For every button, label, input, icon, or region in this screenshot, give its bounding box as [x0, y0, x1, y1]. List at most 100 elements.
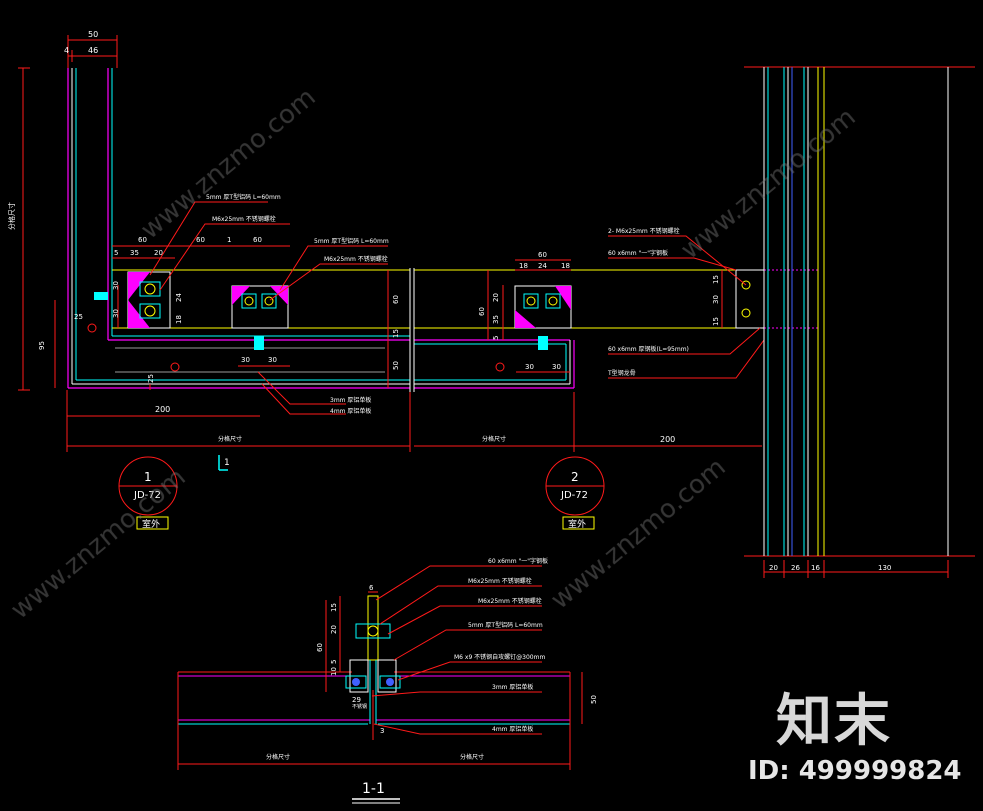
d1-dim-25a: 25: [74, 313, 83, 321]
d1-note-3mm-panel: 3mm 厚铝单板: [330, 396, 371, 404]
s11-dim-6: 6: [369, 584, 374, 592]
image-id-label: ID: 499999824: [748, 756, 962, 786]
right-member-dims: [763, 560, 949, 578]
d2-note-bolts: 2- M6x25mm 不锈钢螺栓: [608, 227, 680, 235]
d1-dim-1: 1: [227, 236, 231, 244]
top-dimensions: [67, 35, 118, 68]
d1-dim-200: 200: [155, 405, 170, 414]
d2-dim-60: 60: [538, 251, 547, 259]
detail2-dim-lines: [414, 235, 765, 452]
detail1-leaders: [149, 201, 388, 415]
s11-note-screw: M6 x9 不锈钢自攻螺钉@300mm: [454, 653, 545, 661]
callout-2-label: 室外: [568, 518, 586, 530]
watermark-text-2: www.znzmo.com: [5, 462, 191, 625]
d1-dim-60b: 60: [196, 236, 205, 244]
s11-dim-15: 15: [330, 603, 338, 612]
s11-note-t-bracket: 5mm 厚T型铝码 L=60mm: [468, 621, 543, 629]
d1-note-t-bracket-2: 5mm 厚T型铝码 L=60mm: [314, 237, 389, 245]
d1-dim-15: 15: [392, 329, 400, 338]
d1-note-4mm-panel: 4mm 厚铝单板: [330, 407, 371, 415]
section-mark-1-label: 1: [224, 458, 230, 468]
callout-2-ref: JD-72: [560, 490, 588, 501]
d2-dim-15: 15: [712, 275, 720, 284]
d2-dim-24: 24: [538, 262, 547, 270]
d1-dim-30b: 30: [112, 309, 120, 318]
d2-dim-5: 5: [492, 336, 500, 340]
d1-note-t-bracket-1: 5mm 厚T型铝码 L=60mm: [206, 193, 281, 201]
dim-50-top: 50: [88, 30, 98, 39]
s11-note-3mm-panel: 3mm 厚铝单板: [492, 683, 533, 691]
d2-dim-60-left: 60: [478, 307, 486, 316]
d2-dim-15b: 15: [712, 317, 720, 326]
detail1-dim-lines: [54, 245, 411, 452]
d1-dim-60a: 60: [138, 236, 147, 244]
d2-dim-18a: 18: [519, 262, 528, 270]
rd-dim-26: 26: [791, 564, 800, 572]
callout-1-number: 1: [144, 470, 152, 484]
s11-dim-10: 10: [330, 667, 338, 676]
callout-1-ref: JD-72: [133, 490, 161, 501]
d2-note-steel-plate: 60 x6mm 厚钢板(L=95mm): [608, 345, 689, 353]
rd-dim-130: 130: [878, 564, 891, 572]
dim-4-top: 4: [64, 46, 69, 55]
d1-dim-60r: 60: [392, 295, 400, 304]
rd-dim-16: 16: [811, 564, 820, 572]
d1-note-bolt-2: M6x25mm 不锈钢螺栓: [324, 255, 388, 263]
detail1-corner-profile: [67, 68, 411, 392]
s11-note-flat-plate: 60 x6mm "一"字钢板: [488, 557, 548, 565]
d2-dim-20: 20: [492, 293, 500, 302]
brand-logo: 知末: [776, 689, 892, 754]
s11-note-stainless: 不锈钢: [352, 703, 367, 710]
callout-1-label: 室外: [142, 518, 160, 530]
s11-note-bolt-2: M6x25mm 不锈钢螺栓: [478, 597, 542, 605]
section11-title: 1-1: [362, 781, 385, 797]
d1-note-bolt-1: M6x25mm 不锈钢螺栓: [212, 215, 276, 223]
left-side-grid-label: 分格尺寸: [7, 202, 16, 230]
d1-dim-30a: 30: [112, 281, 120, 290]
d2-note-t-keel: T型钢龙骨: [607, 369, 636, 377]
d2-dim-30a: 30: [525, 363, 534, 371]
d2-dim-30b: 30: [552, 363, 561, 371]
d1-dim-30c: 30: [241, 356, 250, 364]
d1-dim-20: 20: [154, 249, 163, 257]
d2-dim-200: 200: [660, 435, 675, 444]
d1-grid-size: 分格尺寸: [218, 435, 242, 443]
dim-46-top: 46: [88, 46, 98, 55]
detail2-bracket: [495, 280, 751, 372]
right-vertical-member: [744, 66, 975, 557]
s11-grid-left: 分格尺寸: [266, 753, 290, 761]
callout-2-number: 2: [571, 470, 579, 484]
d1-dim-30d: 30: [268, 356, 277, 364]
d2-note-flat-plate: 60 x6mm "一"字钢板: [608, 249, 668, 257]
watermarks: www.znzmo.com www.znzmo.com www.znzmo.co…: [5, 82, 861, 625]
d1-dim-25b: 25: [147, 374, 155, 383]
callout-1-label-box: [136, 516, 169, 530]
d2-grid-size: 分格尺寸: [482, 435, 506, 443]
d2-dim-30c: 30: [712, 295, 720, 304]
s11-dim-20: 20: [330, 625, 338, 634]
section11-bolts: [345, 623, 401, 689]
d1-dim-50: 50: [392, 361, 400, 370]
s11-note-bolt-1: M6x25mm 不锈钢螺栓: [468, 577, 532, 585]
s11-dim-3: 3: [380, 727, 384, 735]
s11-dim-29: 29: [352, 696, 361, 704]
d1-dim-60c: 60: [253, 236, 262, 244]
s11-dim-60: 60: [316, 643, 324, 652]
d1-dim-5: 5: [114, 249, 118, 257]
d2-dim-35: 35: [492, 315, 500, 324]
d1-dim-95: 95: [38, 341, 46, 350]
s11-dim-50: 50: [590, 695, 598, 704]
rd-dim-20: 20: [769, 564, 778, 572]
section11-profile: [177, 595, 571, 770]
d1-dim-24: 24: [175, 293, 183, 302]
callout-2-label-box: [562, 516, 595, 530]
d1-dim-35: 35: [130, 249, 139, 257]
left-vertical-dimension: [18, 67, 30, 391]
d2-dim-18b: 18: [561, 262, 570, 270]
s11-dim-5: 5: [330, 660, 338, 664]
s11-note-4mm-panel: 4mm 厚铝单板: [492, 725, 533, 733]
detail1-bracket-left: [94, 271, 171, 329]
d1-dim-18: 18: [175, 315, 183, 324]
section-mark-1: [218, 455, 228, 471]
